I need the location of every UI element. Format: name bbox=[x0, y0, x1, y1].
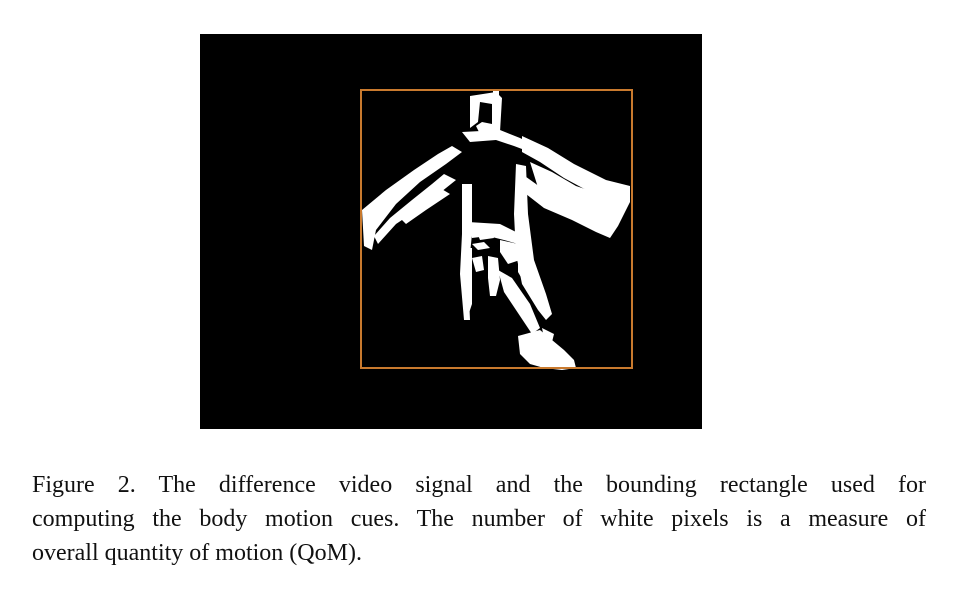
caption-line-2: computing the body motion cues. The numb… bbox=[32, 506, 926, 532]
difference-video-frame bbox=[200, 34, 702, 429]
video-background bbox=[200, 34, 702, 429]
caption-line-3: overall quantity of motion (QoM). bbox=[32, 540, 362, 566]
caption-line-1: Figure 2. The difference video signal an… bbox=[32, 472, 926, 498]
motion-silhouette bbox=[362, 90, 630, 370]
difference-video-image bbox=[200, 34, 702, 429]
figure-caption: Figure 2. The difference video signal an… bbox=[32, 468, 926, 570]
bounding-rectangle bbox=[360, 89, 633, 369]
